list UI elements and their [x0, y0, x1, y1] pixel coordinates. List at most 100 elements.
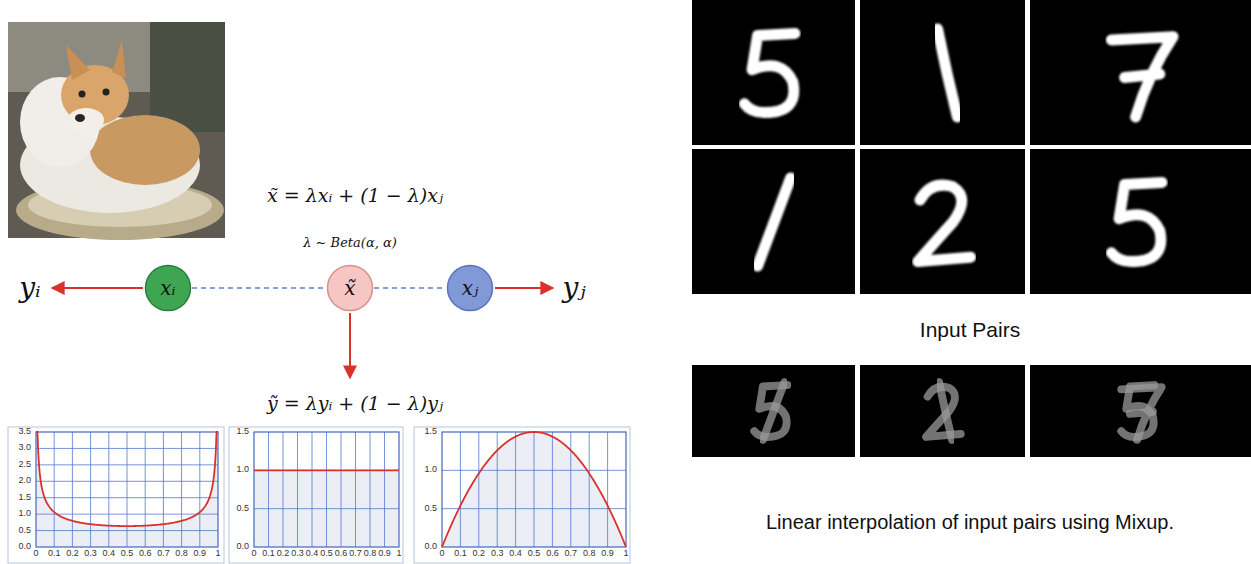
axis-tick: 0.0	[424, 542, 437, 552]
dog-eye	[79, 91, 86, 98]
beta-charts	[36, 432, 626, 547]
beta-curve	[442, 432, 626, 547]
digit-image	[758, 178, 791, 266]
grid-line	[341, 432, 342, 547]
dog-ear	[112, 40, 126, 78]
axis-tick: 0.5	[320, 549, 333, 559]
circle-shape	[328, 266, 373, 311]
axis-tick: 0.2	[277, 549, 290, 559]
grid-line	[108, 432, 109, 547]
digit-tile	[860, 149, 1025, 294]
circle-node: x̃	[326, 264, 374, 312]
dog-ear	[66, 45, 90, 80]
grid-line	[145, 432, 146, 547]
beta-curve	[254, 469, 399, 471]
digit-image	[1111, 182, 1162, 261]
axis-tick: 0.0	[236, 542, 249, 552]
grid-line	[127, 432, 128, 547]
dog-eye	[103, 89, 110, 96]
plot-frame	[254, 432, 399, 547]
digit-tile	[692, 0, 855, 145]
circle-node: xⱼ	[446, 264, 494, 312]
circle-shape	[146, 266, 191, 311]
axis-tick: 1	[623, 549, 628, 559]
axis-tick: 0.7	[157, 549, 170, 559]
axis-tick: 0.1	[454, 549, 467, 559]
chart	[36, 432, 218, 547]
grid-line	[297, 432, 298, 547]
digit-tiles	[692, 0, 1251, 457]
curve-area	[442, 432, 626, 547]
axis-tick: 0.4	[306, 549, 319, 559]
mixed-digit	[763, 382, 785, 440]
grid-line	[36, 514, 218, 515]
axis-tick: 0	[33, 549, 38, 559]
output-arrow	[349, 313, 351, 378]
dog-photo	[8, 22, 225, 240]
plot-frame	[442, 432, 626, 547]
axis-tick: 0.6	[335, 549, 348, 559]
axis-tick: 3.0	[18, 443, 31, 453]
axis-tick: 0.1	[262, 549, 275, 559]
digit-image	[938, 29, 958, 117]
digit-tile	[1030, 365, 1251, 457]
axis-tick: 0.1	[48, 549, 61, 559]
formula: ỹ = λyᵢ + (1 − λ)yⱼ	[267, 393, 443, 414]
curve-area	[36, 432, 218, 547]
axis-tick: 0.5	[424, 504, 437, 514]
axis-tick: 0.2	[473, 549, 486, 559]
caption: Linear interpolation of input pairs usin…	[766, 511, 1174, 533]
variable-label: yⱼ	[562, 273, 585, 304]
formula: λ ~ Beta(α, α)	[303, 236, 397, 250]
grid-line	[478, 432, 479, 547]
axis-tick: 2.0	[18, 476, 31, 486]
dog-nose	[75, 114, 85, 122]
axis-tick: 0.4	[103, 549, 116, 559]
section-label: Input Pairs	[920, 318, 1020, 341]
grid-line	[36, 481, 218, 482]
grid-line	[312, 432, 313, 547]
axis-tick: 1.0	[236, 465, 249, 475]
grid-line	[199, 432, 200, 547]
grid-line	[370, 432, 371, 547]
digit-tile	[692, 365, 855, 457]
digit-image	[918, 185, 971, 261]
photo-plant	[150, 22, 225, 132]
grid-line	[515, 432, 516, 547]
chart	[254, 432, 399, 547]
grid-line	[36, 448, 218, 449]
grid-line	[589, 432, 590, 547]
grid-line	[36, 464, 218, 465]
axis-tick: 0.6	[139, 549, 152, 559]
axis-tick: 0.9	[601, 549, 614, 559]
axis-tick: 0.3	[84, 549, 97, 559]
chart-panel	[8, 427, 224, 563]
axis-tick: 1.0	[18, 509, 31, 519]
dog-back	[90, 115, 200, 185]
axis-tick: 0.5	[121, 549, 134, 559]
digit-tile	[860, 365, 1025, 457]
axis-tick: 0.3	[491, 549, 504, 559]
digit-tile	[860, 0, 1025, 145]
dashed-connector	[192, 287, 326, 289]
axis-tick: 1.5	[236, 427, 249, 437]
axis-tick: 0.7	[565, 549, 578, 559]
axis-tick: 0	[439, 549, 444, 559]
grid-line	[254, 470, 399, 471]
formula: x̃ = λxᵢ + (1 − λ)xⱼ	[267, 185, 443, 206]
digit-image	[1111, 37, 1173, 117]
grid-line	[384, 432, 385, 547]
axis-tick: 0.5	[18, 526, 31, 536]
grid-line	[355, 432, 356, 547]
grid-line	[326, 432, 327, 547]
axis-tick: 0.0	[18, 542, 31, 552]
dog-muzzle	[68, 108, 104, 132]
axis-tick: 1	[215, 549, 220, 559]
grid-line	[460, 432, 461, 547]
digit-image	[744, 33, 795, 112]
mixed-digit	[1121, 385, 1154, 437]
axis-tick: 0.5	[236, 504, 249, 514]
beta-curve	[36, 432, 218, 526]
axis-tick: 0.6	[546, 549, 559, 559]
